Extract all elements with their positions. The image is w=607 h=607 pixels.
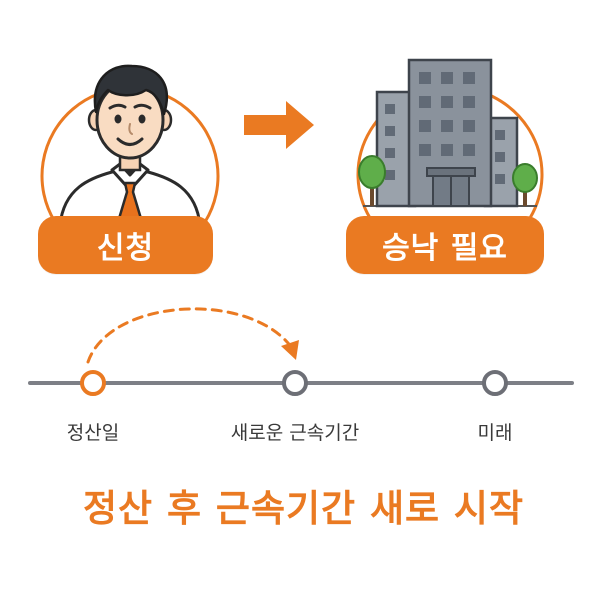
timeline-node-settlement [80,370,106,396]
timeline-label-settlement: 정산일 [66,422,120,444]
timeline-node-new-tenure [282,370,308,396]
applicant-illustration [40,64,220,230]
apply-label: 신청 [96,231,155,266]
timeline-label-new-tenure: 새로운 근속기간 [230,422,360,444]
timeline [28,307,574,396]
transition-curve [86,307,294,364]
apply-badge: 신청 [38,216,213,274]
arrow-right-icon [244,101,314,149]
timeline-node-future [482,370,508,396]
office-building-icon [358,58,538,208]
curve-arrowhead-icon [281,340,299,360]
headline: 정산 후 근속기간 새로 시작 [83,487,524,530]
approval-badge: 승낙 필요 [346,216,544,274]
approval-label: 승낙 필요 [382,231,508,266]
timeline-label-future: 미래 [477,422,513,444]
company-illustration [356,58,544,219]
